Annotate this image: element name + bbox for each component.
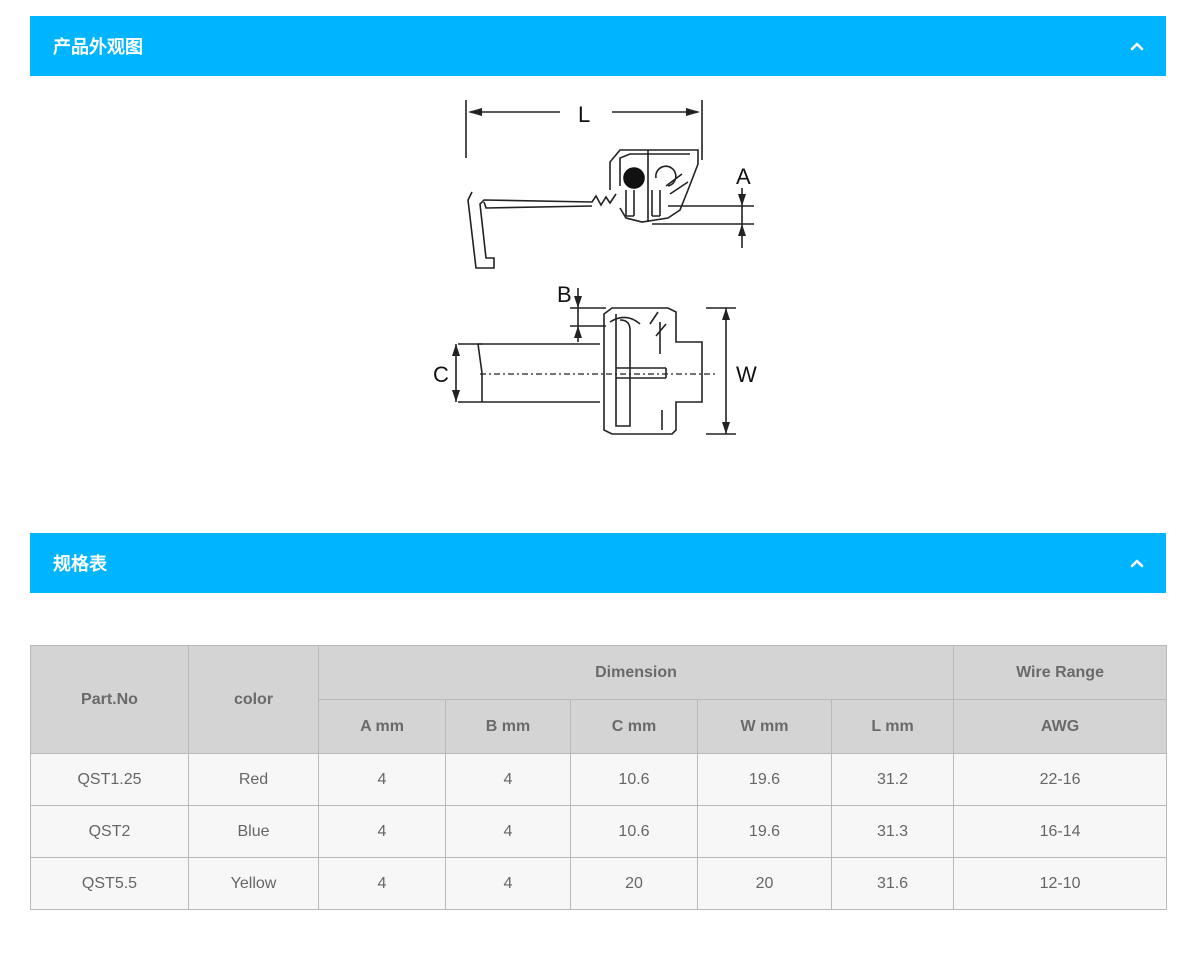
table-row: QST2 Blue 4 4 10.6 19.6 31.3 16-14 [30, 805, 1168, 858]
section-header-product-view[interactable]: 产品外观图 [30, 16, 1166, 76]
cell-w-mm: 19.6 [697, 805, 832, 858]
cell-c-mm: 10.6 [570, 753, 698, 806]
cell-part-no: QST5.5 [30, 857, 189, 910]
cell-a-mm: 4 [318, 805, 446, 858]
header-l-mm: L mm [830, 699, 955, 754]
section-title: 规格表 [53, 554, 107, 575]
cell-l-mm: 31.2 [830, 753, 955, 806]
header-part-no: Part.No [30, 645, 189, 754]
spec-table: Part.No color Dimension Wire Range A mm … [30, 645, 1168, 910]
cell-c-mm: 20 [570, 857, 698, 910]
cell-part-no: QST2 [30, 805, 189, 858]
table-row: QST1.25 Red 4 4 10.6 19.6 31.2 22-16 [30, 753, 1168, 806]
header-awg: AWG [953, 699, 1168, 754]
cell-color: Yellow [188, 857, 319, 910]
dimension-label-w: W [736, 362, 757, 387]
header-dimension: Dimension [317, 645, 955, 700]
header-c-mm: C mm [570, 699, 698, 754]
section-title: 产品外观图 [53, 37, 143, 58]
header-wire-range: Wire Range [953, 645, 1168, 700]
header-b-mm: B mm [445, 699, 571, 754]
dimension-label-b: B [557, 282, 572, 307]
cell-w-mm: 20 [697, 857, 832, 910]
cell-b-mm: 4 [445, 805, 571, 858]
header-w-mm: W mm [697, 699, 832, 754]
chevron-up-icon[interactable] [1130, 556, 1144, 570]
cell-a-mm: 4 [318, 857, 446, 910]
cell-b-mm: 4 [445, 857, 571, 910]
cell-color: Blue [188, 805, 319, 858]
product-drawing: L A B C [420, 90, 780, 450]
header-a-mm: A mm [318, 699, 446, 754]
cell-c-mm: 10.6 [570, 805, 698, 858]
table-row: QST5.5 Yellow 4 4 20 20 31.6 12-10 [30, 857, 1168, 910]
cell-l-mm: 31.6 [830, 857, 955, 910]
cell-w-mm: 19.6 [697, 753, 832, 806]
cell-a-mm: 4 [318, 753, 446, 806]
cell-color: Red [188, 753, 319, 806]
cell-awg: 12-10 [953, 857, 1168, 910]
cell-b-mm: 4 [445, 753, 571, 806]
dimension-label-a: A [736, 164, 751, 189]
cell-part-no: QST1.25 [30, 753, 189, 806]
dimension-label-c: C [433, 362, 449, 387]
cell-l-mm: 31.3 [830, 805, 955, 858]
dimension-label-l: L [578, 102, 590, 127]
cell-awg: 22-16 [953, 753, 1168, 806]
header-color: color [188, 645, 319, 754]
cell-awg: 16-14 [953, 805, 1168, 858]
section-header-spec-table[interactable]: 规格表 [30, 533, 1166, 593]
chevron-up-icon[interactable] [1130, 39, 1144, 53]
